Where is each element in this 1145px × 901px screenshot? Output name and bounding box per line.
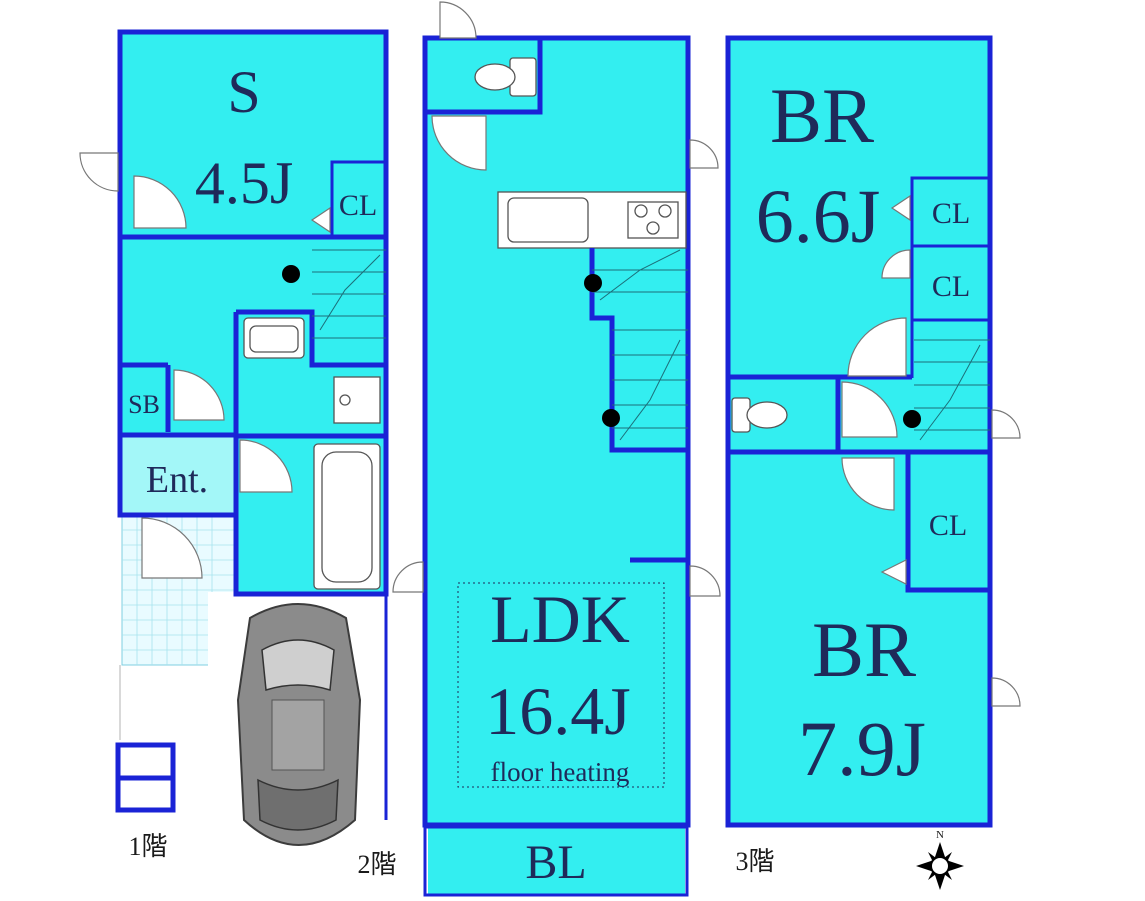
floor-1-label: 1階 <box>128 832 167 861</box>
floor-2-plan: LDK 16.4J floor heating BL 2階 <box>357 1 721 897</box>
car-icon <box>236 603 362 846</box>
floor-3-outer-wall <box>725 35 993 828</box>
room-sb-name: SB <box>128 390 160 419</box>
room-cl-1f-name: CL <box>339 189 377 222</box>
floor-2-outer-wall <box>422 35 691 828</box>
door-cl-3f-upper <box>890 194 911 222</box>
door-swing-entrance <box>141 517 203 579</box>
room-s-name: S <box>227 59 260 125</box>
compass-icon: N <box>916 829 964 890</box>
room-br-lower-size: 7.9J <box>798 705 926 792</box>
room-ldk <box>425 38 688 825</box>
washing-machine-drum <box>339 394 351 406</box>
wall-closet-3f-lower <box>905 454 990 593</box>
room-ldk-note: floor heating <box>491 757 630 787</box>
door-cl-3f-middle <box>881 249 911 279</box>
kitchen-counter <box>497 191 687 249</box>
door-swing-bath <box>239 439 293 493</box>
compass-north-label: N <box>936 829 944 841</box>
door-swing-s <box>133 175 187 229</box>
room-ldk-name: LDK <box>490 581 630 657</box>
room-ent-name: Ent. <box>146 459 208 501</box>
porch-notch <box>208 592 238 666</box>
door-cl-3f-lower <box>880 559 907 585</box>
door-swing-toilet-2f <box>431 115 487 171</box>
bathtub-inner <box>321 451 373 583</box>
closet-3f-middle <box>910 244 992 322</box>
door-swing-toilet-3f <box>841 381 898 438</box>
room-br-upper-size: 6.6J <box>756 175 881 259</box>
toilet-3f <box>731 397 788 433</box>
wall-balcony <box>423 825 689 897</box>
kitchen-sink <box>507 197 589 243</box>
door-swing-br-upper <box>847 317 907 377</box>
door-swing-s-exterior <box>79 152 119 192</box>
stair-marker-1f <box>282 265 300 283</box>
floor-2-label: 2階 <box>357 850 396 879</box>
wall-stairs-2f <box>589 248 688 453</box>
room-cl-3f-upper-name: CL <box>932 197 970 230</box>
room-s-size: 4.5J <box>195 150 293 216</box>
floor-3-plan: BR 6.6J CL CL CL BR 7.9J 3階 <box>725 35 1021 876</box>
room-cl-3f-lower-name: CL <box>929 509 967 542</box>
room-bl-name: BL <box>525 836 586 889</box>
stairs-1f <box>312 249 386 339</box>
door-swing-3f-east-upper <box>991 409 1021 439</box>
door-swing-2f-east-lower <box>689 565 721 597</box>
room-br-lower-name: BR <box>812 606 916 693</box>
stair-marker-3f <box>903 410 921 428</box>
room-br-upper-name: BR <box>770 72 874 159</box>
stair-marker-2f-lower <box>602 409 620 427</box>
door-cl-1f <box>310 206 331 234</box>
door-swing-br-lower <box>841 457 895 511</box>
stairs-3f <box>914 339 990 441</box>
floor-1-plan: S 4.5J CL SB Ent. 1階 <box>79 29 389 861</box>
stair-marker-2f-upper <box>584 274 602 292</box>
room-ent <box>120 435 238 515</box>
door-swing-2f-top <box>439 1 477 39</box>
door-swing-sb <box>173 369 225 421</box>
washbasin-bowl <box>249 325 299 353</box>
door-swing-2f-east-upper <box>689 139 719 169</box>
door-swing-2f-west <box>392 561 424 593</box>
stairs-2f <box>592 249 688 441</box>
room-bl <box>428 827 685 895</box>
room-cl-3f-middle-name: CL <box>932 270 970 303</box>
door-swing-3f-east-lower <box>991 677 1021 707</box>
room-ldk-size: 16.4J <box>485 673 630 749</box>
toilet-2f <box>474 57 537 97</box>
floor-3-label: 3階 <box>735 847 774 876</box>
wall-toilet-2f <box>425 38 543 115</box>
wall-cl-1f <box>330 160 386 237</box>
